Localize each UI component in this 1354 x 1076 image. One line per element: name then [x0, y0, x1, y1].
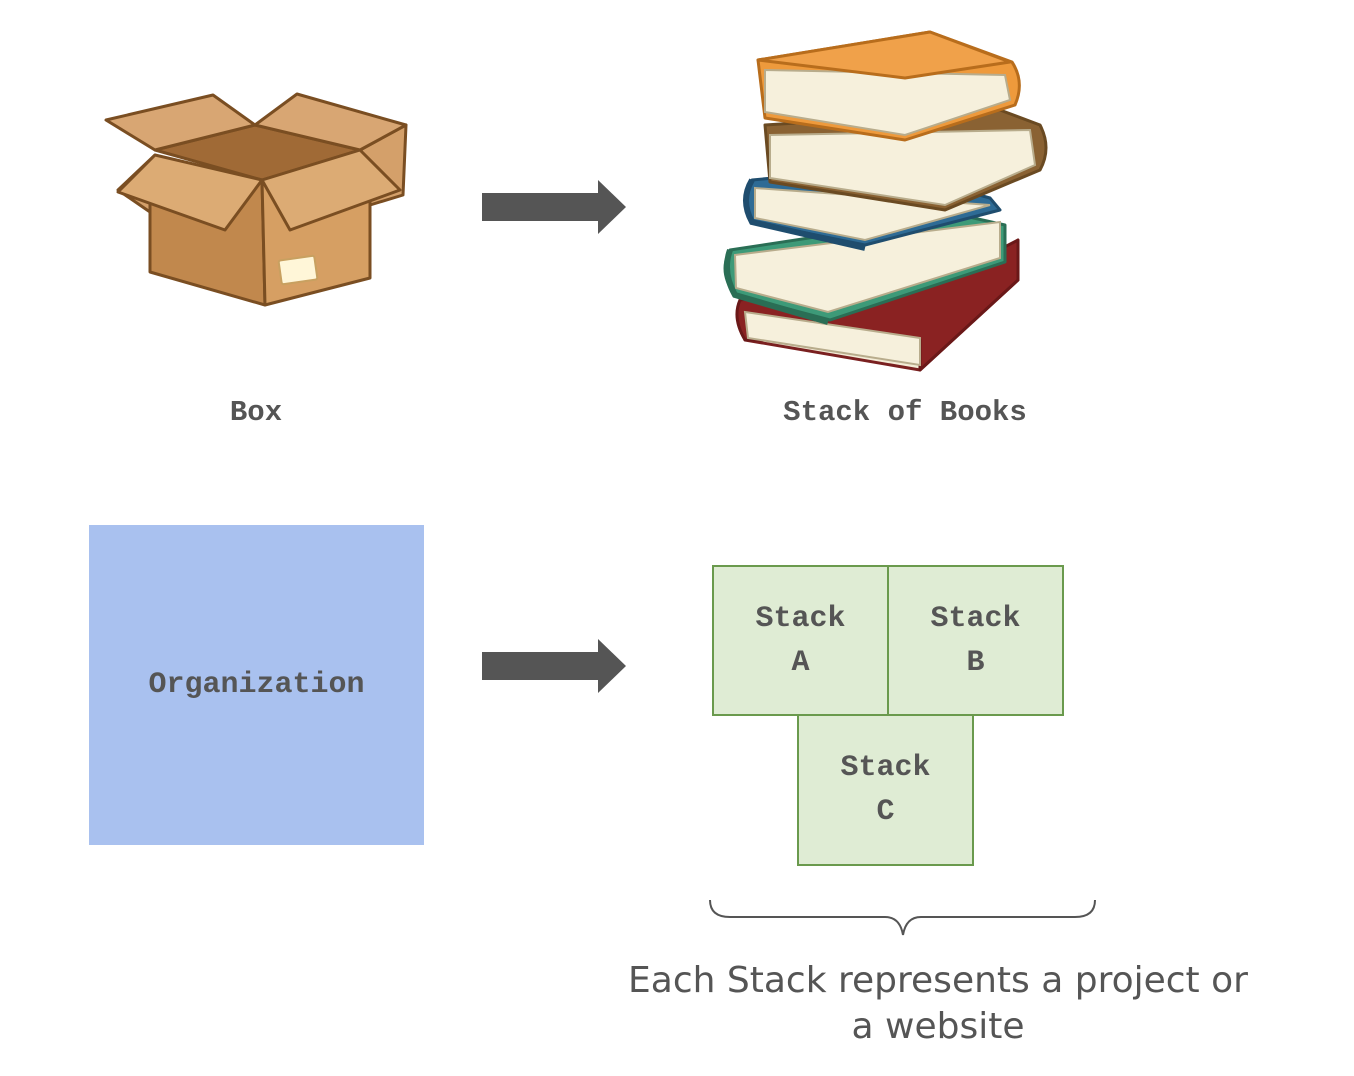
organization-box: Organization	[89, 525, 424, 845]
caption-line2: a website	[851, 1006, 1025, 1047]
stack-b-line1: Stack	[930, 601, 1021, 636]
organization-label: Organization	[148, 668, 365, 702]
curly-brace-icon	[709, 899, 1096, 936]
stack-a-line2: A	[791, 645, 810, 680]
stack-a-line1: Stack	[755, 601, 846, 636]
stack-of-books-label: Stack of Books	[783, 396, 1027, 429]
book-stack-icon	[723, 30, 1048, 372]
stack-c-line1: Stack	[840, 751, 931, 785]
caption-line1: Each Stack represents a project or	[628, 960, 1248, 1001]
caption: Each Stack represents a project or a web…	[580, 958, 1296, 1050]
box-label: Box	[229, 396, 283, 429]
stack-c-line2: C	[876, 795, 895, 829]
stack-a-box: Stack A	[712, 565, 889, 716]
stack-b-line2: B	[966, 645, 985, 680]
right-arrow-icon	[482, 639, 626, 693]
cardboard-box-icon	[104, 92, 408, 307]
right-arrow-icon	[482, 180, 626, 234]
stack-b-box: Stack B	[887, 565, 1064, 716]
stack-c-box: Stack C	[797, 714, 974, 866]
